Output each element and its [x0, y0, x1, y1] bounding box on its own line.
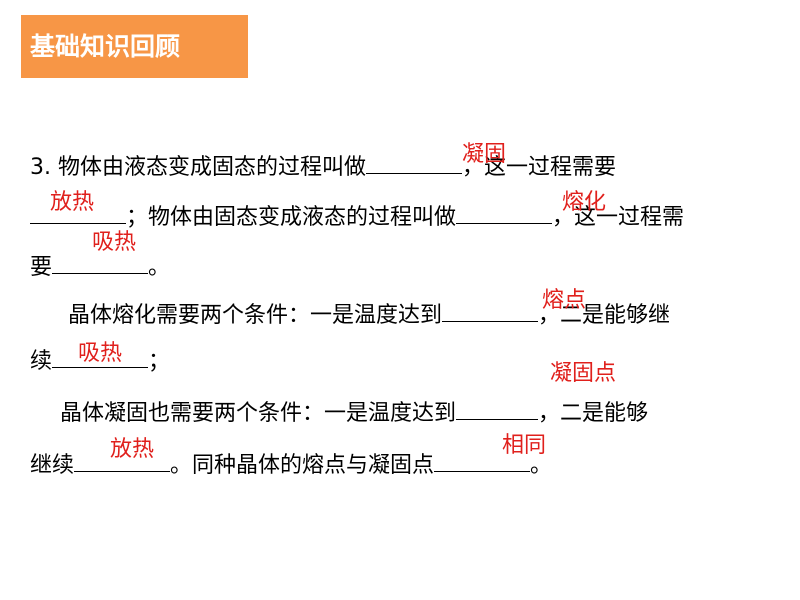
line2-text-middle: ；物体由固态变成液态的过程叫做 — [126, 205, 457, 230]
blank-8 — [74, 450, 171, 472]
answer-release-heat-2: 放热 — [110, 437, 155, 462]
line1-text-before: 3. 物体由液态变成固态的过程叫做 — [30, 155, 366, 180]
answer-same: 相同 — [502, 433, 547, 458]
line6-text-after: ，二是能够 — [538, 401, 649, 426]
line4-text-after: ，二是能够继 — [538, 303, 671, 328]
text-line-3: 要。 — [30, 252, 170, 283]
line6-text-before: 晶体凝固也需要两个条件：一是温度达到 — [60, 401, 457, 426]
answer-absorb-heat-1: 吸热 — [92, 230, 137, 255]
text-line-5: 续； — [30, 346, 170, 377]
blank-9 — [434, 450, 531, 472]
section-title: 基础知识回顾 — [30, 32, 181, 61]
line4-text-before: 晶体熔化需要两个条件：一是温度达到 — [68, 303, 443, 328]
answer-release-heat-1: 放热 — [50, 190, 95, 215]
blank-2 — [30, 202, 126, 224]
line5-text-before: 续 — [30, 349, 53, 374]
answer-freezing-point: 凝固点 — [550, 361, 617, 386]
line7-text-middle: 。同种晶体的熔点与凝固点 — [170, 453, 435, 478]
blank-6 — [52, 346, 149, 368]
line3-text-after: 。 — [148, 255, 171, 280]
answer-melting-point: 熔点 — [542, 288, 587, 313]
section-header-bar — [21, 15, 248, 78]
line7-text-before: 继续 — [30, 453, 75, 478]
text-line-2: ；物体由固态变成液态的过程叫做 ，这一过程需 — [30, 202, 684, 233]
blank-1 — [366, 152, 462, 174]
line1-text-after: ，这一过程需要 — [462, 155, 617, 180]
text-line-1: 3. 物体由液态变成固态的过程叫做 ，这一过程需要 — [30, 152, 616, 183]
line3-text-before: 要 — [30, 255, 53, 280]
line7-text-after: 。 — [530, 453, 553, 478]
text-line-6: 晶体凝固也需要两个条件：一是温度达到 ，二是能够 — [60, 398, 648, 429]
text-line-4: 晶体熔化需要两个条件：一是温度达到 ，二是能够继 — [68, 300, 670, 331]
blank-4 — [52, 252, 149, 274]
answer-solidification: 凝固 — [462, 142, 507, 167]
line5-text-after: ； — [148, 349, 171, 374]
text-line-7: 继续 。同种晶体的熔点与凝固点 。 — [30, 450, 552, 481]
answer-melting: 熔化 — [562, 190, 607, 215]
blank-3 — [456, 202, 553, 224]
answer-absorb-heat-2: 吸热 — [78, 341, 123, 366]
blank-7 — [456, 398, 539, 420]
blank-5 — [442, 300, 539, 322]
line2-text-end: ，这一过程需 — [552, 205, 685, 230]
